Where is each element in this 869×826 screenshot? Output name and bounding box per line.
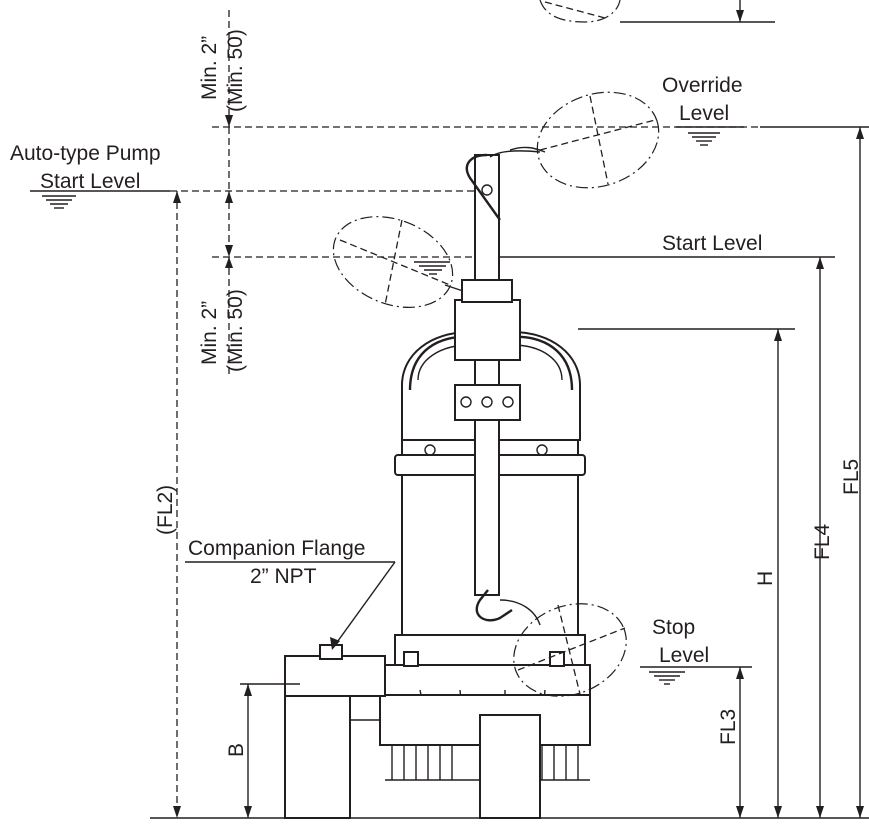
min-lower-mm: (Min. 50) <box>224 289 247 372</box>
stop-level-label-2: Level <box>659 644 709 667</box>
min-lower-inch: Min. 2” <box>198 301 221 365</box>
pump-body <box>284 331 591 819</box>
top-dimension-arrow <box>620 0 775 23</box>
dimension-fl3 <box>736 667 744 818</box>
dimension-b <box>240 683 300 818</box>
override-level-label-2: Level <box>679 102 729 125</box>
companion-flange-label-1: Companion Flange <box>188 537 365 560</box>
strainer-slots <box>385 745 590 781</box>
dimension-fl5-label: FL5 <box>840 459 863 495</box>
auto-start-label-1: Auto-type Pump <box>10 142 161 165</box>
dimension-fl2 <box>173 191 181 818</box>
dimension-fl2-label: (FL2) <box>154 485 177 535</box>
companion-flange-label-2: 2” NPT <box>250 565 317 588</box>
top-float-partial <box>539 0 621 23</box>
auto-start-label-2: Start Level <box>40 170 140 193</box>
min-upper-inch: Min. 2” <box>198 36 221 100</box>
dimension-fl4-label: FL4 <box>811 523 834 560</box>
dimension-fl3-label: FL3 <box>717 709 740 745</box>
start-level-marker <box>414 261 450 275</box>
float-rod <box>454 150 541 596</box>
override-level-label-1: Override <box>662 74 743 97</box>
stop-level-marker <box>649 671 685 685</box>
dimension-b-label: B <box>225 743 248 757</box>
min-upper-mm: (Min. 50) <box>224 29 247 112</box>
override-float <box>509 91 660 189</box>
override-level-marker <box>676 126 744 146</box>
auto-start-marker <box>42 195 76 209</box>
dimension-fl5 <box>856 127 864 818</box>
dimension-h <box>578 328 795 818</box>
start-level-label: Start Level <box>662 232 762 255</box>
min-dimension-lower <box>225 191 233 375</box>
stop-level-label-1: Stop <box>652 616 695 639</box>
dimension-h-label: H <box>754 571 777 586</box>
stop-float <box>475 589 627 697</box>
dimension-fl4 <box>816 257 824 818</box>
companion-flange-leader <box>185 561 396 650</box>
